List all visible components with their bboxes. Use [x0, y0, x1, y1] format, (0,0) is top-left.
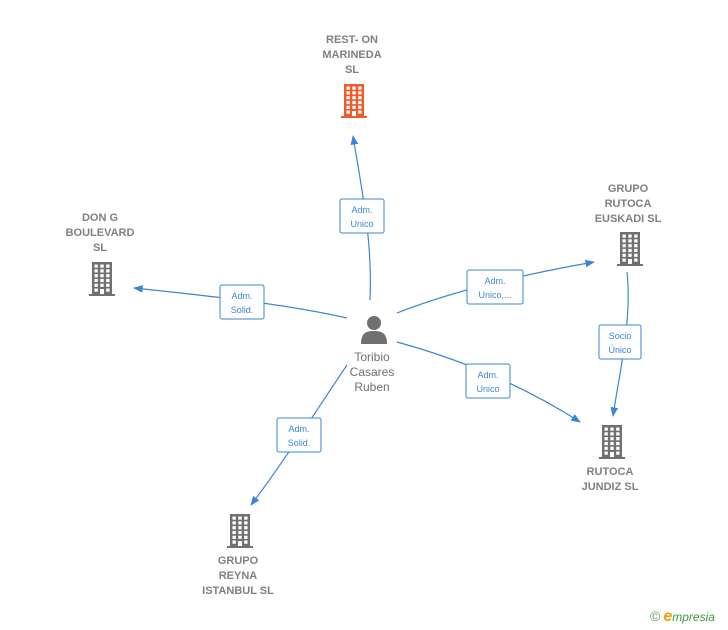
company-name-line-1: DON G [82, 212, 118, 224]
edge-label-to-rutoca-euskadi[interactable]: Adm. Unico,... [466, 269, 524, 305]
edge-label-line-2: Solid. [288, 438, 311, 448]
edge-label-line-2: Solid. [231, 305, 254, 315]
building-icon [599, 425, 625, 459]
brand-logo-e: e [663, 608, 673, 625]
company-name-line-1: REST- ON [326, 34, 378, 46]
building-icon [341, 84, 367, 118]
company-name-line-2: MARINEDA [322, 49, 381, 61]
edges [133, 135, 629, 506]
brand-logo-text: mpresia [672, 610, 715, 624]
person-node[interactable]: Toribio Casares Ruben [350, 316, 395, 394]
company-name-line-3: SL [345, 64, 359, 76]
company-name-line-3: EUSKADI SL [595, 213, 662, 225]
edge-label-line-2: Unico [476, 384, 499, 394]
edge-label-to-reyna[interactable]: Adm. Solid. [276, 417, 322, 453]
building-icon [227, 514, 253, 548]
edge-label-to-rest-on[interactable]: Adm. Unico [339, 198, 385, 234]
edge-label-line-1: Adm. [477, 370, 498, 380]
person-name-line-1: Toribio [354, 350, 390, 364]
company-node-grupo-reyna-istanbul[interactable]: GRUPO REYNA ISTANBUL SL [202, 514, 274, 597]
edge-label-line-1: Adm. [351, 205, 372, 215]
edge-label-line-2: Único [608, 345, 631, 355]
company-node-rutoca-jundiz[interactable]: RUTOCA JUNDIZ SL [582, 425, 639, 493]
brand-watermark: ©empresia [650, 608, 715, 626]
edge-label-line-2: Unico,... [478, 290, 511, 300]
company-name-line-2: REYNA [219, 570, 258, 582]
edge-label-line-1: Adm. [484, 276, 505, 286]
edge-label-line-1: Socio [609, 331, 632, 341]
person-name-line-2: Casares [350, 365, 395, 379]
edge-label-euskadi-to-jundiz[interactable]: Socio Único [598, 324, 642, 360]
company-name-line-1: RUTOCA [587, 466, 634, 478]
company-name-line-2: RUTOCA [605, 198, 652, 210]
edge-label-to-rutoca-jundiz[interactable]: Adm. Unico [465, 363, 511, 399]
company-name-line-3: ISTANBUL SL [202, 585, 274, 597]
edge-label-line-1: Adm. [288, 424, 309, 434]
building-icon [89, 262, 115, 296]
company-name-line-1: GRUPO [218, 555, 259, 567]
company-node-grupo-rutoca-euskadi[interactable]: GRUPO RUTOCA EUSKADI SL [595, 183, 662, 266]
company-node-rest-on-marineda[interactable]: REST- ON MARINEDA SL [322, 34, 382, 118]
copyright-icon: © [650, 608, 661, 624]
company-node-don-g-boulevard[interactable]: DON G BOULEVARD SL [66, 212, 135, 296]
company-name-line-3: SL [93, 242, 107, 254]
building-icon [617, 232, 643, 266]
company-name-line-1: GRUPO [608, 183, 649, 195]
person-name-line-3: Ruben [354, 380, 389, 394]
edge-label-to-don-g[interactable]: Adm. Solid. [219, 284, 265, 320]
edge-label-line-2: Unico [350, 219, 373, 229]
person-icon [361, 316, 387, 344]
company-name-line-2: JUNDIZ SL [582, 481, 639, 493]
edge-label-line-1: Adm. [231, 291, 252, 301]
company-name-line-2: BOULEVARD [66, 227, 135, 239]
